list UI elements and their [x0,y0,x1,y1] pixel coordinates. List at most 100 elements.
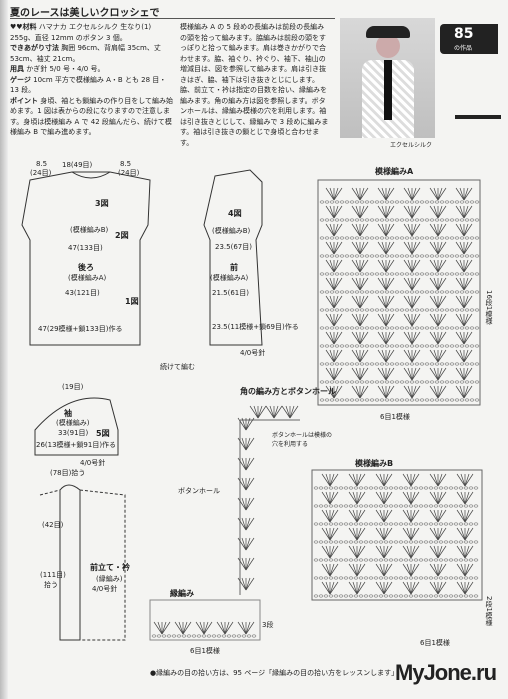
fan-stitch-symbol [437,545,447,559]
chain-stitch-symbol [428,522,434,526]
fan-stitch-symbol [241,417,247,431]
chain-stitch-symbol [408,522,414,526]
chain-stitch-symbol [359,254,365,258]
chain-stitch-symbol [389,308,395,312]
fan-stitch-symbol [463,331,469,345]
chain-stitch-symbol [434,272,440,276]
chain-stitch-symbol [246,634,252,638]
chain-stitch-symbol [469,362,475,366]
chain-stitch-symbol [433,576,439,580]
fan-stitch-symbol [410,491,420,505]
fan-stitch-symbol [385,313,391,327]
fan-stitch-symbol [351,349,361,363]
fan-stitch-symbol [463,349,469,363]
chain-stitch-symbol [318,558,324,562]
chain-stitch-symbol [323,594,329,598]
chain-stitch-symbol [354,272,360,276]
fan-stitch-symbol [245,497,255,511]
chain-stitch-symbol [339,362,345,366]
chain-stitch-symbol [369,290,375,294]
back-pattern-b: (模様編みB) [70,226,109,234]
chain-stitch-symbol [384,344,390,348]
fan-stitch-symbol [383,527,393,541]
chain-stitch-symbol [414,200,420,204]
fan-stitch-symbol [329,581,335,595]
chain-stitch-symbol [333,486,339,490]
fan-stitch-symbol [351,313,361,327]
fan-stitch-symbol [437,527,443,541]
fan-stitch-symbol [351,187,361,201]
fan-stitch-symbol [381,277,387,291]
fan-stitch-symbol [333,259,339,273]
chain-stitch-symbol [348,486,354,490]
fan-stitch-symbol [325,331,335,345]
fan-stitch-symbol [437,349,447,363]
chain-stitch-symbol [433,504,439,508]
fan-stitch-symbol [429,331,439,345]
chain-stitch-symbol [439,272,445,276]
chain-stitch-symbol [221,634,227,638]
chain-stitch-symbol [448,504,454,508]
front-cont: 続けて編む [160,363,195,371]
fan-stitch-symbol [348,491,358,505]
fan-stitch-symbol [245,557,255,571]
fan-stitch-symbol [410,491,416,505]
fan-stitch-symbol [410,581,416,595]
chain-stitch-symbol [344,326,350,330]
chain-stitch-symbol [339,308,345,312]
front-width-1: 23.5(67目) [215,243,252,251]
chain-stitch-symbol [339,200,345,204]
chain-stitch-symbol [324,290,330,294]
fan-stitch-symbol [281,405,291,419]
fan-stitch-symbol [325,313,335,327]
chain-stitch-symbol [344,236,350,240]
chain-stitch-symbol [469,344,475,348]
chain-stitch-symbol [319,254,325,258]
fan-stitch-symbol [385,277,395,291]
fan-stitch-symbol [383,545,389,559]
fan-stitch-symbol [161,621,171,635]
chain-stitch-symbol [363,576,369,580]
fan-stitch-symbol [463,295,473,309]
fan-stitch-symbol [455,385,465,399]
chain-stitch-symbol [444,254,450,258]
fan-stitch-symbol [433,187,439,201]
chain-stitch-symbol [354,326,360,330]
chain-stitch-symbol [464,344,470,348]
fan-stitch-symbol [459,187,465,201]
chain-stitch-symbol [474,290,480,294]
chain-stitch-symbol [448,558,454,562]
fan-stitch-symbol [237,497,247,511]
chain-stitch-symbol [468,486,474,490]
fan-stitch-symbol [325,187,335,201]
fan-stitch-symbol [379,491,385,505]
chain-stitch-symbol [443,522,449,526]
fan-stitch-symbol [464,581,470,595]
chain-stitch-symbol [418,594,424,598]
fan-stitch-symbol [410,545,420,559]
fan-stitch-symbol [433,331,439,345]
chain-stitch-symbol [374,200,380,204]
chain-stitch-symbol [389,380,395,384]
chain-stitch-symbol [384,236,390,240]
chain-stitch-symbol [394,344,400,348]
fan-stitch-symbol [333,385,339,399]
chain-stitch-symbol [359,362,365,366]
fan-stitch-symbol [464,563,470,577]
fan-stitch-symbol [329,545,335,559]
back-top-dim: 18(49目) [62,161,93,169]
fan-stitch-symbol [407,367,413,381]
back-width-43: 43(121目) [65,289,100,297]
chain-stitch-symbol [374,236,380,240]
chain-stitch-symbol [359,200,365,204]
chain-stitch-symbol [414,308,420,312]
fan-stitch-symbol [433,367,439,381]
chain-stitch-symbol [419,236,425,240]
fan-stitch-symbol [410,509,416,523]
fan-stitch-symbol [411,277,421,291]
fan-stitch-symbol [433,563,439,577]
chain-stitch-symbol [319,308,325,312]
chain-stitch-symbol [353,540,359,544]
fan-stitch-symbol [379,509,385,523]
chain-stitch-symbol [339,254,345,258]
